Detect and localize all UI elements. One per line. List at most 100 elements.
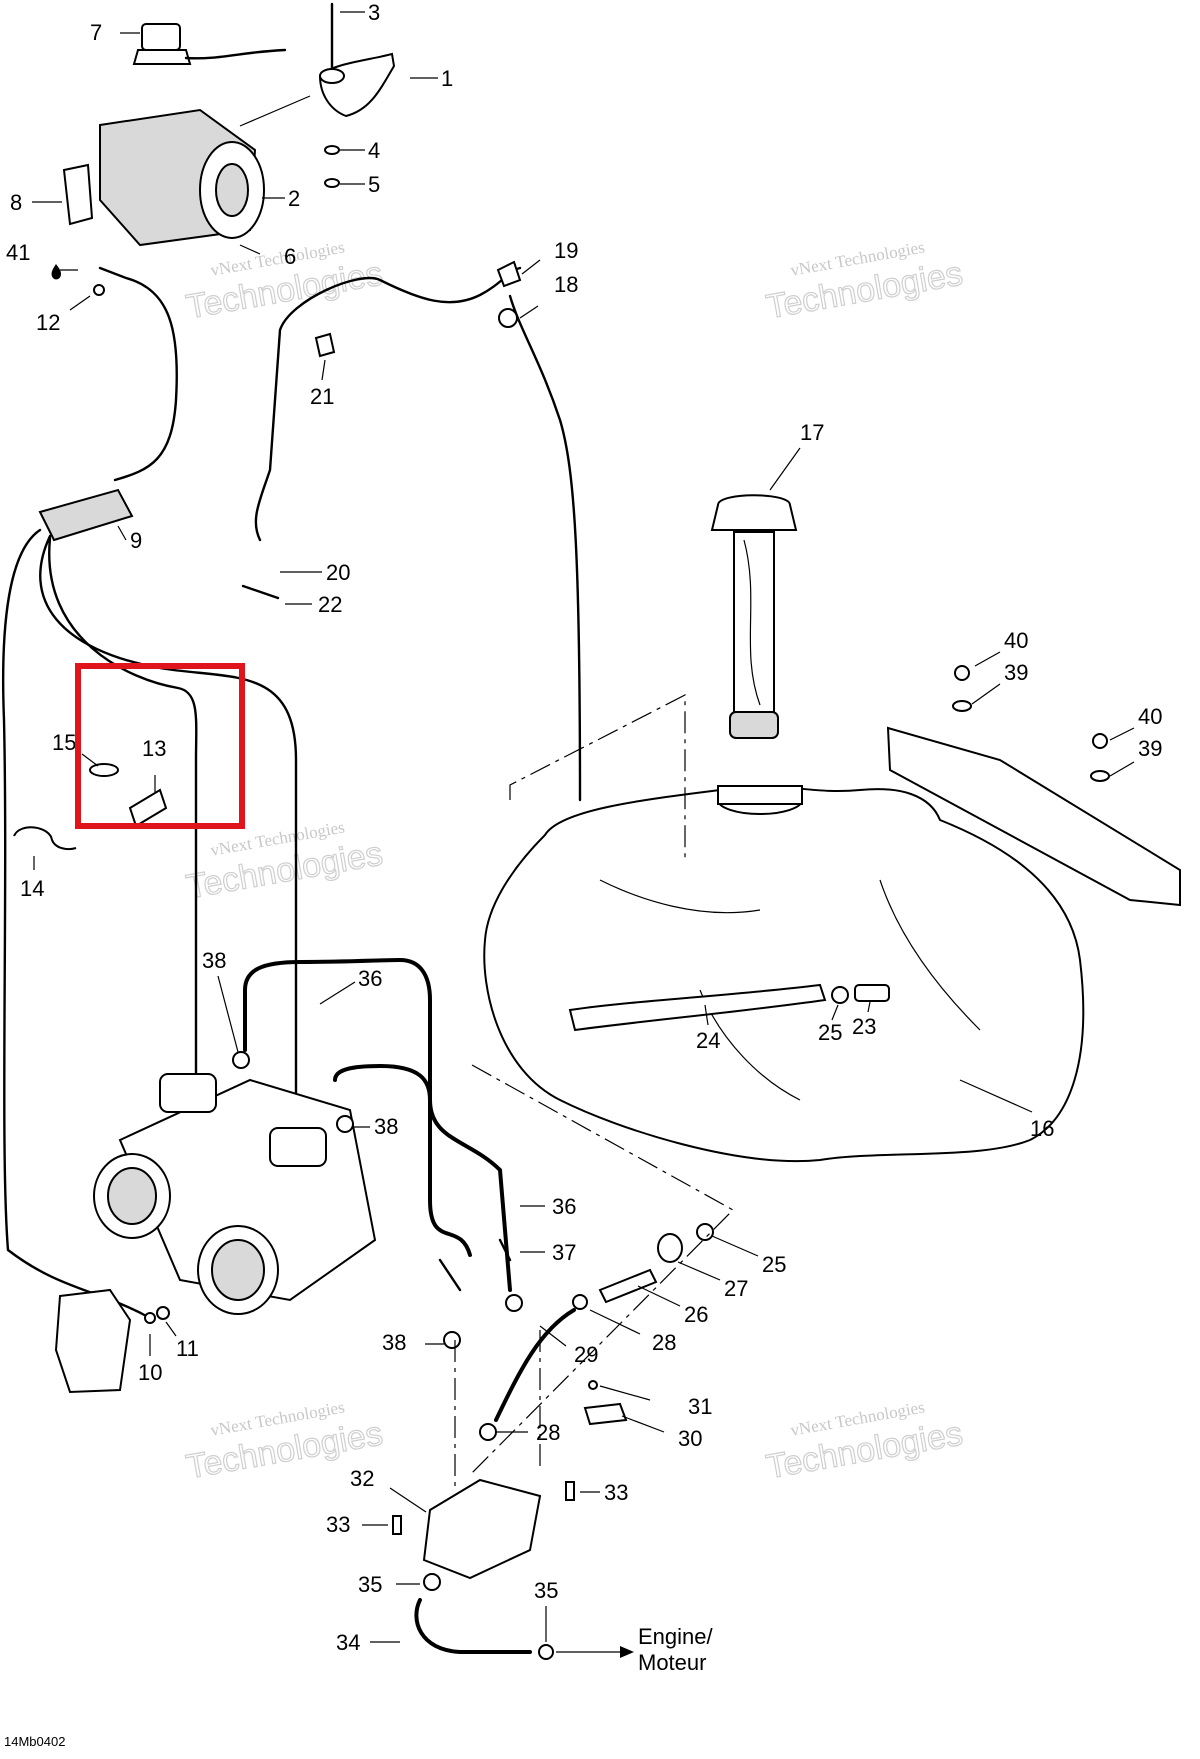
callout-21: 21: [310, 384, 334, 409]
carburetor-assembly: [13, 763, 377, 1394]
moteur-label: Moteur: [638, 1650, 706, 1675]
part-19-elbow: [496, 260, 522, 288]
part-37-spring-guard: [438, 1238, 512, 1292]
part-23-fitting: [854, 984, 890, 1002]
part-5-nut: [324, 178, 340, 188]
part-1-pivot: [319, 68, 345, 84]
fuel-drop-icon: [51, 264, 61, 280]
part-38-clamp: [443, 1331, 461, 1349]
vent-line-assembly: [241, 260, 582, 802]
callout-30: 30: [678, 1426, 702, 1451]
callout-39: 39: [1004, 660, 1028, 685]
part-28-clamp: [572, 1294, 588, 1310]
callout-3: 3: [368, 0, 380, 25]
part-29-hose: [494, 1308, 576, 1422]
part-7-base: [132, 49, 192, 65]
throttle-stop-body: [54, 1288, 132, 1394]
pump-alignment-lines: [454, 1330, 541, 1490]
callout-38: 38: [382, 1330, 406, 1355]
part-27-grommet: [657, 1233, 683, 1263]
part-25-clamp: [831, 986, 849, 1004]
callout-15: 15: [52, 730, 76, 755]
callout-28: 28: [536, 1420, 560, 1445]
part-28-clamp: [479, 1423, 497, 1441]
cable-center-branch: [48, 536, 198, 1082]
callout-22: 22: [318, 592, 342, 617]
part-31-screw: [588, 1380, 598, 1390]
callout-39: 39: [1138, 736, 1162, 761]
part-20-vent-tube-right: [508, 294, 582, 802]
assembly-arrow: [239, 95, 311, 127]
part-7-cable: [184, 48, 287, 60]
part-32-fuel-pump: [422, 1478, 542, 1580]
callout-6: 6: [284, 244, 296, 269]
part-16-fuel-tank: [483, 785, 1085, 1163]
alignment-lines: [454, 694, 734, 1490]
part-15-clip: [89, 763, 119, 777]
part-17-bottom: [729, 711, 779, 739]
part-39-washer: [952, 700, 972, 712]
part-9-junction-block: [38, 488, 134, 542]
engine-arrow-head: [620, 1646, 634, 1658]
callout-24: 24: [696, 1028, 720, 1053]
tank-bracket-assembly: [886, 665, 1181, 907]
callout-20: 20: [326, 560, 350, 585]
part-14-cable-tie: [13, 826, 77, 850]
part-10-screw: [144, 1312, 156, 1324]
callout-37: 37: [552, 1240, 576, 1265]
tank-bracket: [886, 726, 1181, 907]
callout-18: 18: [554, 272, 578, 297]
highlight-box: [75, 663, 245, 829]
part-4-washer: [324, 145, 340, 155]
callout-16: 16: [1030, 1116, 1054, 1141]
part-13-bracket: [128, 788, 168, 828]
callout-17: 17: [800, 420, 824, 445]
part-12-nut: [93, 284, 105, 296]
callout-19: 19: [554, 238, 578, 263]
callout-27: 27: [724, 1276, 748, 1301]
callout-36: 36: [552, 1194, 576, 1219]
callout-2: 2: [288, 186, 300, 211]
carburetor-bore-1: [107, 1167, 157, 1225]
carburetor-cap-1: [159, 1073, 217, 1113]
carburetor-bore-2: [211, 1239, 265, 1301]
callout-31: 31: [688, 1394, 712, 1419]
part-36-hose-b: [333, 1063, 512, 1292]
callout-29: 29: [574, 1342, 598, 1367]
callout-33: 33: [326, 1512, 350, 1537]
callout-26: 26: [684, 1302, 708, 1327]
callout-35: 35: [534, 1578, 558, 1603]
callout-23: 23: [852, 1014, 876, 1039]
callout-36: 36: [358, 966, 382, 991]
part-39-washer: [1090, 770, 1110, 782]
part-17-float-wire: [743, 539, 761, 706]
part-7-knob: [141, 23, 181, 51]
callout-34: 34: [336, 1630, 360, 1655]
part-38-clamp: [336, 1115, 354, 1133]
part-17-cap: [710, 494, 798, 531]
callout-10: 10: [138, 1360, 162, 1385]
part-22-spring: [241, 584, 280, 600]
callout-1: 1: [441, 66, 453, 91]
callout-32: 32: [350, 1466, 374, 1491]
callout-12: 12: [36, 310, 60, 335]
diagram-code: 14Mb0402: [4, 1734, 65, 1749]
throttle-control-assembly: [62, 2, 396, 247]
part-24-tube: [568, 983, 827, 1032]
callout-leaders: [32, 11, 1135, 1643]
throttle-cable-upper: [98, 266, 178, 482]
callout-13: 13: [142, 736, 166, 761]
outlet-alignment-line: [469, 1064, 734, 1476]
carburetor-cap-2: [269, 1127, 327, 1167]
callout-40: 40: [1004, 628, 1028, 653]
part-33-screw: [392, 1515, 402, 1535]
callout-33: 33: [604, 1480, 628, 1505]
callout-38: 38: [374, 1114, 398, 1139]
callout-14: 14: [20, 876, 44, 901]
engine-label: Engine/: [638, 1624, 714, 1649]
part-38-clamp: [232, 1051, 250, 1069]
part-30-bracket: [583, 1402, 628, 1426]
callout-38: 38: [202, 948, 226, 973]
callout-11: 11: [176, 1336, 199, 1361]
